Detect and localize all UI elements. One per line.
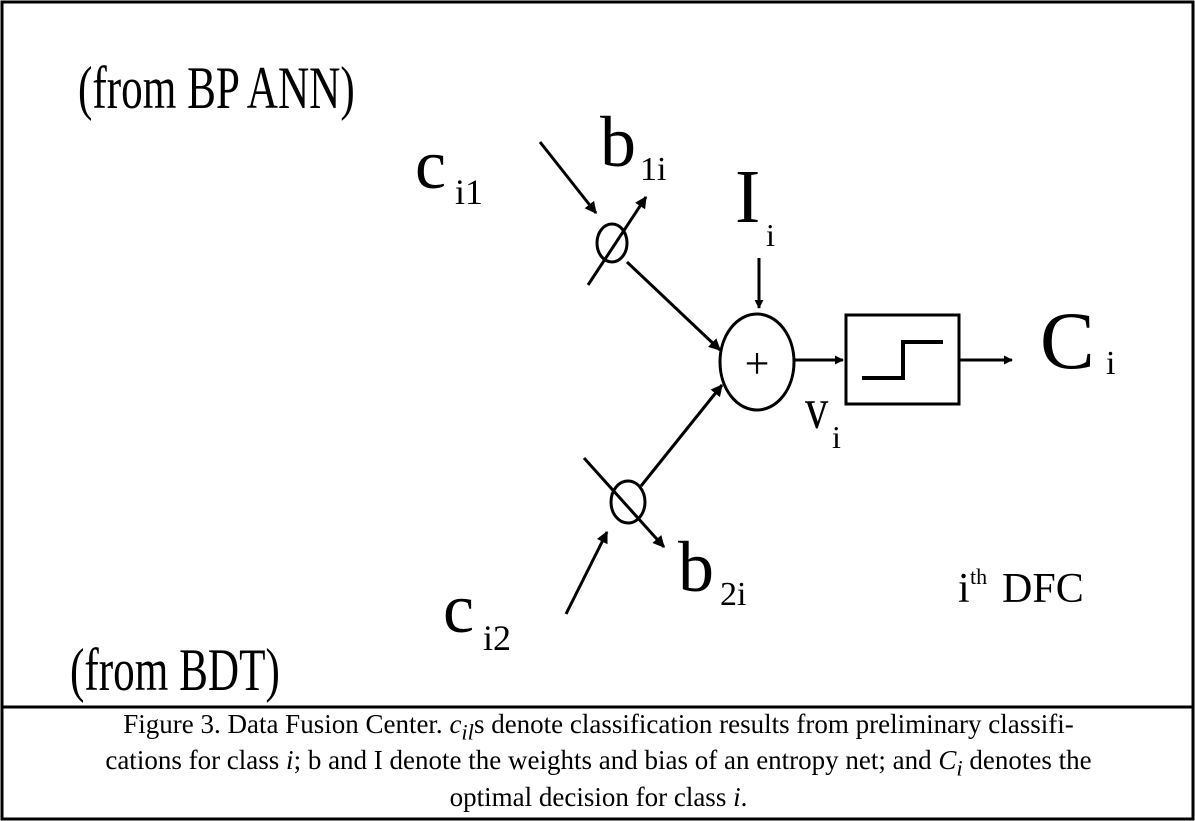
svg-text:th: th xyxy=(970,564,987,589)
weight-top-label: b 1i xyxy=(600,102,666,188)
weight-top-adjust-arrow xyxy=(586,195,648,286)
svg-text:i: i xyxy=(1106,345,1115,382)
svg-text:v: v xyxy=(805,377,829,441)
svg-text:I: I xyxy=(735,155,760,239)
weight-bottom-label: b 2i xyxy=(678,527,746,613)
svg-text:b: b xyxy=(678,527,714,607)
input-bottom: c i2 xyxy=(443,571,511,658)
weight-bottom-adjust-arrow xyxy=(582,456,666,549)
weight-bottom-to-sum-arrow xyxy=(639,384,724,487)
caption-line-3: optimal decision for class i. xyxy=(449,781,748,812)
caption-line-1: Figure 3. Data Fusion Center. cils denot… xyxy=(123,710,1074,745)
svg-text:1i: 1i xyxy=(640,151,666,188)
weight-top-ellipse xyxy=(595,222,629,264)
output-label: C i xyxy=(1040,295,1115,386)
svg-text:2i: 2i xyxy=(720,576,746,613)
svg-text:DFC: DFC xyxy=(1002,566,1084,612)
caption-line-2: cations for class i; b and I denote the … xyxy=(105,745,1092,781)
input-top: c i1 xyxy=(415,127,483,212)
source-bottom-label: (from BDT) xyxy=(70,637,280,704)
dfc-label: i th DFC xyxy=(958,564,1084,612)
svg-text:i2: i2 xyxy=(483,618,511,658)
input-top-arrow xyxy=(538,141,598,214)
figure-caption: Figure 3. Data Fusion Center. cils denot… xyxy=(4,710,1193,818)
svg-text:i: i xyxy=(766,217,775,253)
svg-text:C: C xyxy=(1040,295,1095,386)
step-function-icon xyxy=(862,340,943,380)
weight-top-to-sum-arrow xyxy=(625,260,722,352)
svg-text:c: c xyxy=(415,127,446,204)
weight-bottom-ellipse xyxy=(609,479,647,525)
source-top-label: (from BP ANN) xyxy=(78,55,355,122)
summing-junction xyxy=(718,312,796,412)
svg-text:i1: i1 xyxy=(455,172,483,212)
sum-symbol: + xyxy=(745,339,770,388)
activation-label: v i xyxy=(805,377,841,455)
bias-label: I i xyxy=(735,155,775,253)
svg-text:c: c xyxy=(443,571,474,648)
svg-text:i: i xyxy=(958,566,970,612)
input-bottom-arrow xyxy=(564,530,609,615)
svg-text:b: b xyxy=(600,102,636,182)
svg-text:i: i xyxy=(832,419,841,455)
